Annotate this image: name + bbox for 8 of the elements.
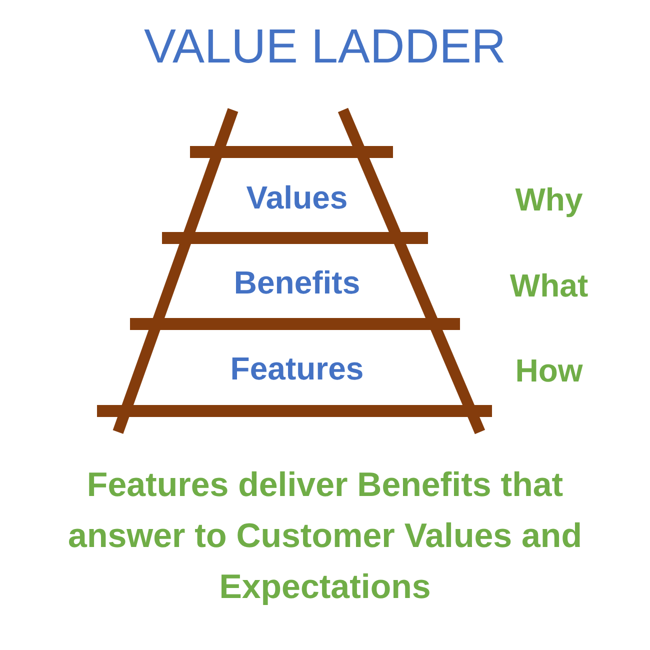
question-label: What: [510, 268, 588, 304]
title: VALUE LADDER: [144, 20, 506, 74]
ladder-level-label: Values: [246, 180, 348, 216]
ladder-level-label: Benefits: [234, 264, 360, 302]
question-label: How: [515, 352, 583, 390]
ladder-level-label: Features: [230, 350, 364, 388]
caption: Features deliver Benefits that answer to Customer Values and Expectations: [67, 465, 583, 608]
question-label: Why: [515, 182, 583, 218]
